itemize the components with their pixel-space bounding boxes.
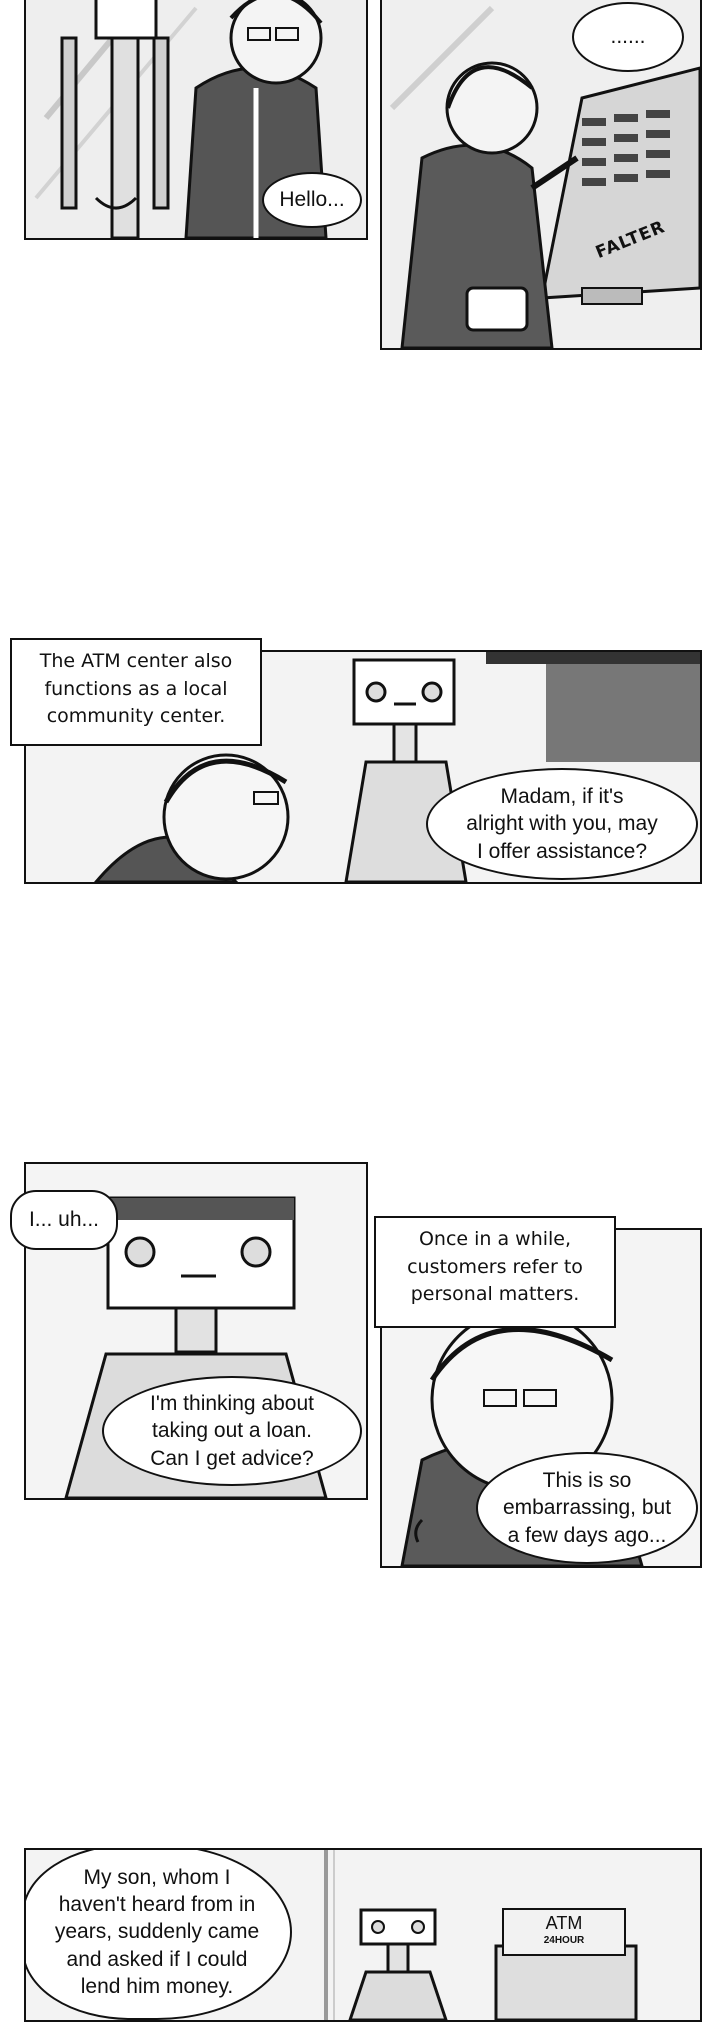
atm-24hour-sign: ATM 24HOUR	[502, 1908, 626, 1956]
caption-atm-community-center: The ATM center also functions as a local…	[10, 638, 262, 746]
comic-panel-2: ...... FALTER	[380, 0, 702, 350]
speech-bubble-hello: Hello...	[262, 172, 362, 228]
comic-panel-1: Hello...	[24, 0, 368, 240]
atm-sign-sub-text: 24HOUR	[543, 1935, 585, 1946]
woman-at-atm-illustration	[382, 0, 700, 348]
caption-personal-matters: Once in a while, customers refer to pers…	[374, 1216, 616, 1328]
speech-bubble-son-money: My son, whom I haven't heard from in yea…	[26, 1850, 292, 2020]
speech-bubble-embarrassing: This is so embarrassing, but a few days …	[476, 1452, 698, 1564]
atm-sign-main-text: ATM	[545, 1913, 583, 1933]
speech-bubble-loan-advice: I'm thinking about taking out a loan. Ca…	[102, 1376, 362, 1486]
speech-bubble-uh: I... uh...	[10, 1190, 118, 1250]
comic-panel-6: ATM 24HOUR My son, whom I haven't heard …	[24, 1848, 702, 2022]
speech-bubble-ellipsis: ......	[572, 2, 684, 72]
speech-bubble-madam-assistance: Madam, if it's alright with you, may I o…	[426, 768, 698, 880]
